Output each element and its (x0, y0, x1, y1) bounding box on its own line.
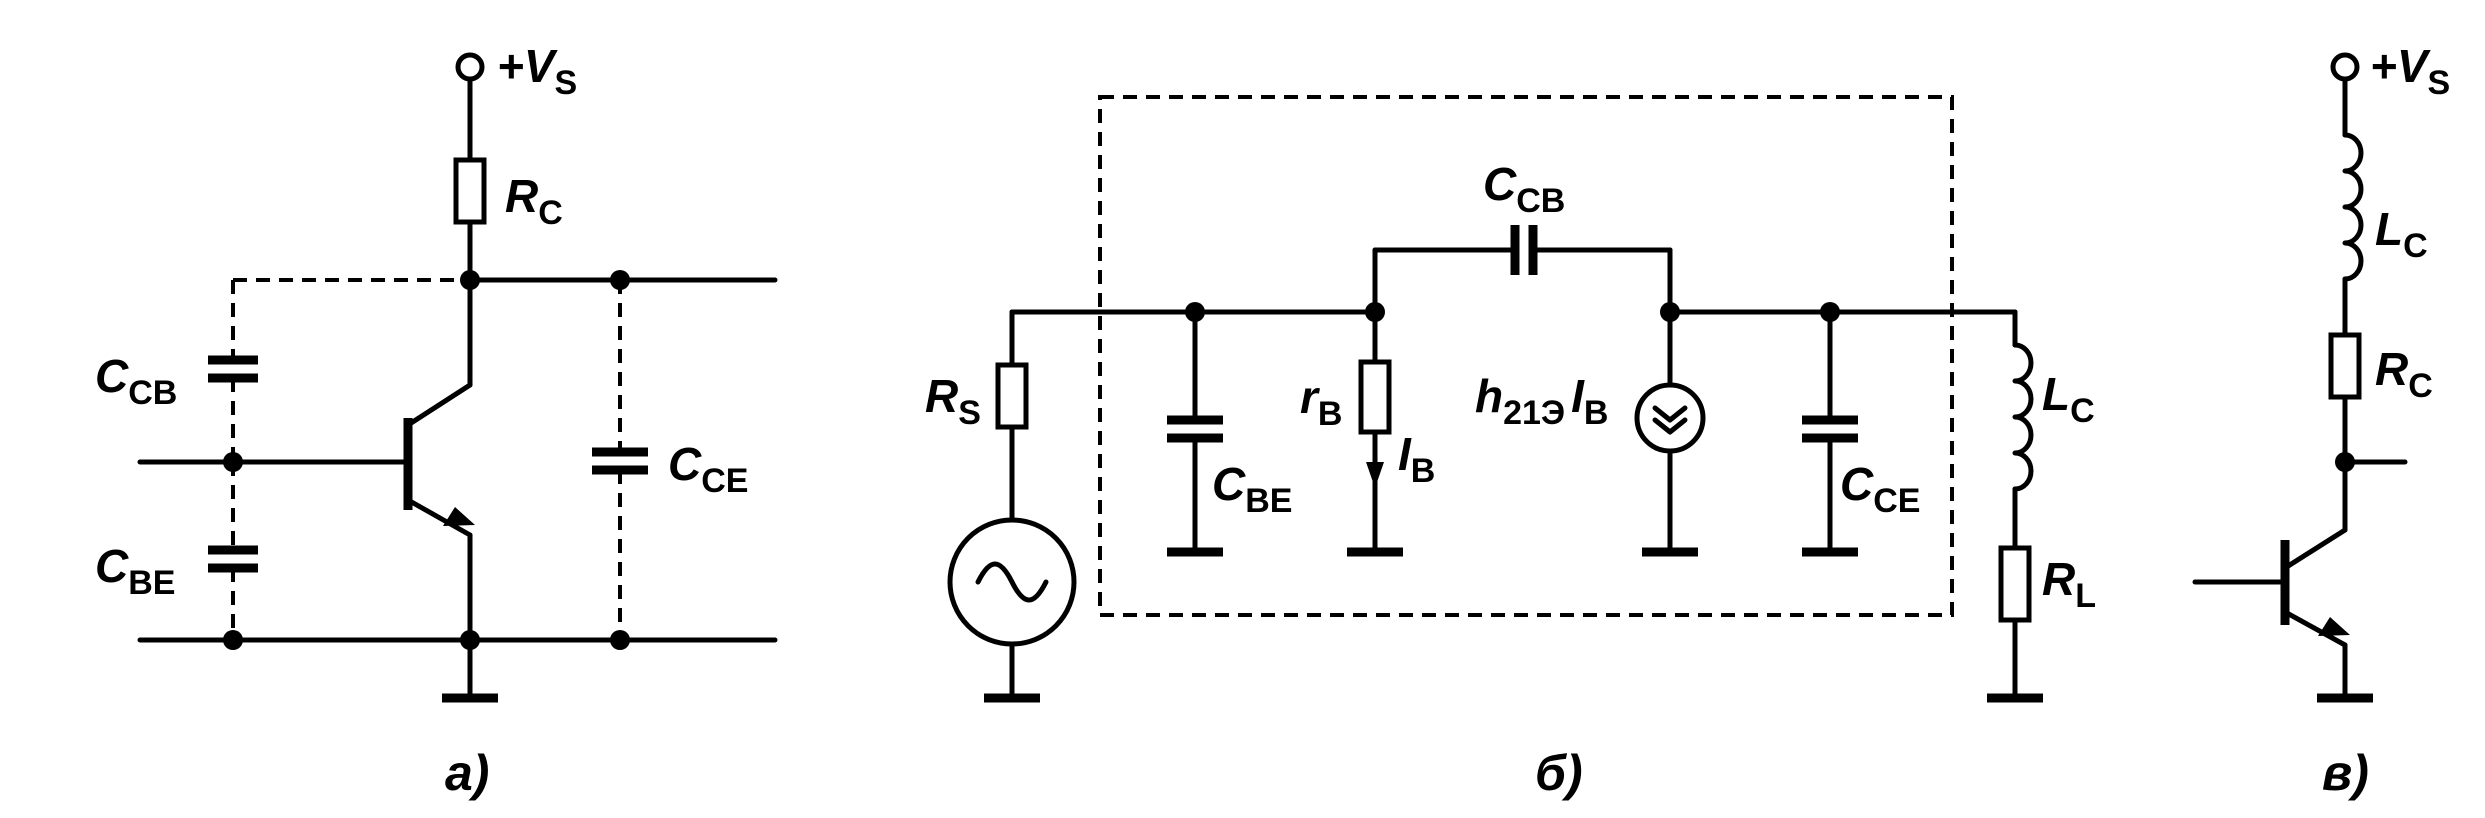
rl-resistor (1998, 545, 2032, 623)
caption-a: а) (445, 745, 489, 801)
cce-label: CCE (668, 438, 748, 500)
rb-resistor (1358, 359, 1392, 435)
lc-label-c: LC (2375, 203, 2428, 265)
vs-terminal (455, 52, 485, 82)
rc-resistor-c (2328, 332, 2362, 400)
transistor-model-box (1098, 95, 1954, 617)
rc-resistor (453, 157, 487, 225)
cce-label-b: CCE (1840, 458, 1920, 520)
ib-arrow (1366, 462, 1384, 488)
rb-label: rB (1300, 371, 1342, 433)
rc-label: RC (505, 170, 563, 232)
lc-inductor-c (2342, 132, 2364, 282)
cbe-label: CBE (95, 540, 175, 602)
caption-b: б) (1535, 745, 1583, 801)
cbe-label-b: CBE (1212, 458, 1292, 520)
lc-inductor (2012, 342, 2034, 492)
rs-resistor (995, 362, 1029, 430)
caption-c: в) (2322, 745, 2369, 801)
vs-label-c: +VS (2370, 40, 2450, 102)
ccb-label: CCB (95, 350, 177, 412)
rs-label: RS (925, 370, 981, 432)
ccb-label-b: CCB (1483, 158, 1565, 220)
ib-label: IB (1398, 428, 1435, 490)
vs-label: +VS (497, 40, 577, 102)
lc-label: LC (2042, 368, 2095, 430)
emitter-arrow-c (2318, 617, 2350, 636)
vs-terminal-c (2330, 52, 2360, 82)
rl-label: RL (2042, 553, 2096, 615)
panel-c: +VS LC RC в) (2192, 40, 2450, 801)
panel-a: +VS RC CCB CBE CCE а) (95, 40, 778, 801)
emitter-arrow (443, 507, 475, 526)
rc-label-c: RC (2375, 343, 2433, 405)
